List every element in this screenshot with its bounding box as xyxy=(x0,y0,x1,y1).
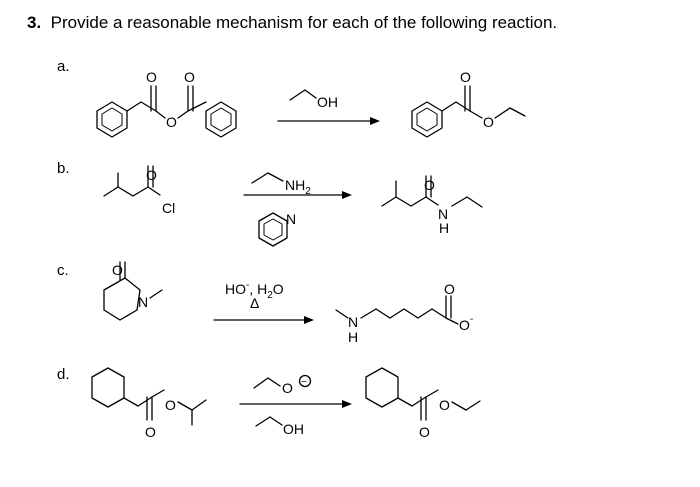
part-b-product-amide: O N H xyxy=(381,175,483,236)
part-c-label: c. xyxy=(57,262,69,279)
atom-o: O xyxy=(165,397,176,413)
part-d-reactant-isopropyl-ester: O O xyxy=(91,367,207,440)
atom-o: O xyxy=(184,69,195,85)
atom-o: O xyxy=(444,281,455,297)
atom-o: O xyxy=(419,424,430,440)
part-d-label: d. xyxy=(57,366,70,383)
part-d-reagent-top: O xyxy=(282,380,293,396)
part-a-product-ethyl-benzoate: O O xyxy=(411,69,526,138)
part-d-reagent-ethoxide: O − xyxy=(253,374,312,396)
part-c-product-aminocarboxylate: N H O O - xyxy=(335,281,473,345)
part-d-product-ethyl-ester: O O xyxy=(365,367,481,440)
part-d-arrow xyxy=(239,400,352,408)
part-c-reactant-lactam: O N xyxy=(103,261,163,321)
part-b-label: b. xyxy=(57,160,70,177)
question-title: 3. Provide a reasonable mechanism for ea… xyxy=(27,13,557,33)
atom-o: O xyxy=(460,69,471,85)
negative-charge-icon xyxy=(298,374,312,388)
part-b-reagent: NH2 xyxy=(285,177,311,197)
atom-o: O xyxy=(483,114,494,130)
part-a-label: a. xyxy=(57,58,70,75)
atom-n: N xyxy=(138,294,148,310)
atom-h: H xyxy=(348,329,358,345)
atom-n: N xyxy=(348,314,358,330)
part-c-arrow xyxy=(213,316,314,324)
atom-o: O xyxy=(146,167,157,183)
part-d-reagent-ethanol: OH xyxy=(255,416,304,437)
ethoxide-charge: − xyxy=(301,377,307,388)
atom-h: H xyxy=(439,220,449,236)
atom-o: O xyxy=(459,317,470,333)
part-d-reagent-bottom: OH xyxy=(283,421,304,437)
part-c-condition: Δ xyxy=(250,295,259,311)
part-a-reactant-anhydride: O O O xyxy=(96,69,237,138)
part-b-pyridine: N xyxy=(258,211,296,247)
atom-n: N xyxy=(438,206,448,222)
part-b-arrow xyxy=(243,191,352,199)
atom-o: O xyxy=(424,177,435,193)
anion-charge: - xyxy=(470,314,473,325)
part-a-reagent: OH xyxy=(317,94,338,110)
part-a-arrow xyxy=(277,117,380,125)
part-b-reactant-acid-chloride: O Cl xyxy=(103,165,175,216)
atom-o: O xyxy=(145,424,156,440)
part-c-reagent: HO-, H2O xyxy=(225,280,284,301)
atom-o: O xyxy=(112,262,123,278)
atom-o: O xyxy=(166,114,177,130)
question-text: Provide a reasonable mechanism for each … xyxy=(50,13,558,32)
part-c-reagents: HO-, H2O Δ xyxy=(225,280,284,311)
atom-cl: Cl xyxy=(162,200,175,216)
part-a-reagent-ethanol: OH xyxy=(289,89,338,110)
atom-o: O xyxy=(146,69,157,85)
question-number: 3. xyxy=(27,13,42,32)
atom-o: O xyxy=(439,397,450,413)
part-b-reagent-ethylamine: NH2 xyxy=(251,172,311,197)
atom-n: N xyxy=(286,211,296,227)
